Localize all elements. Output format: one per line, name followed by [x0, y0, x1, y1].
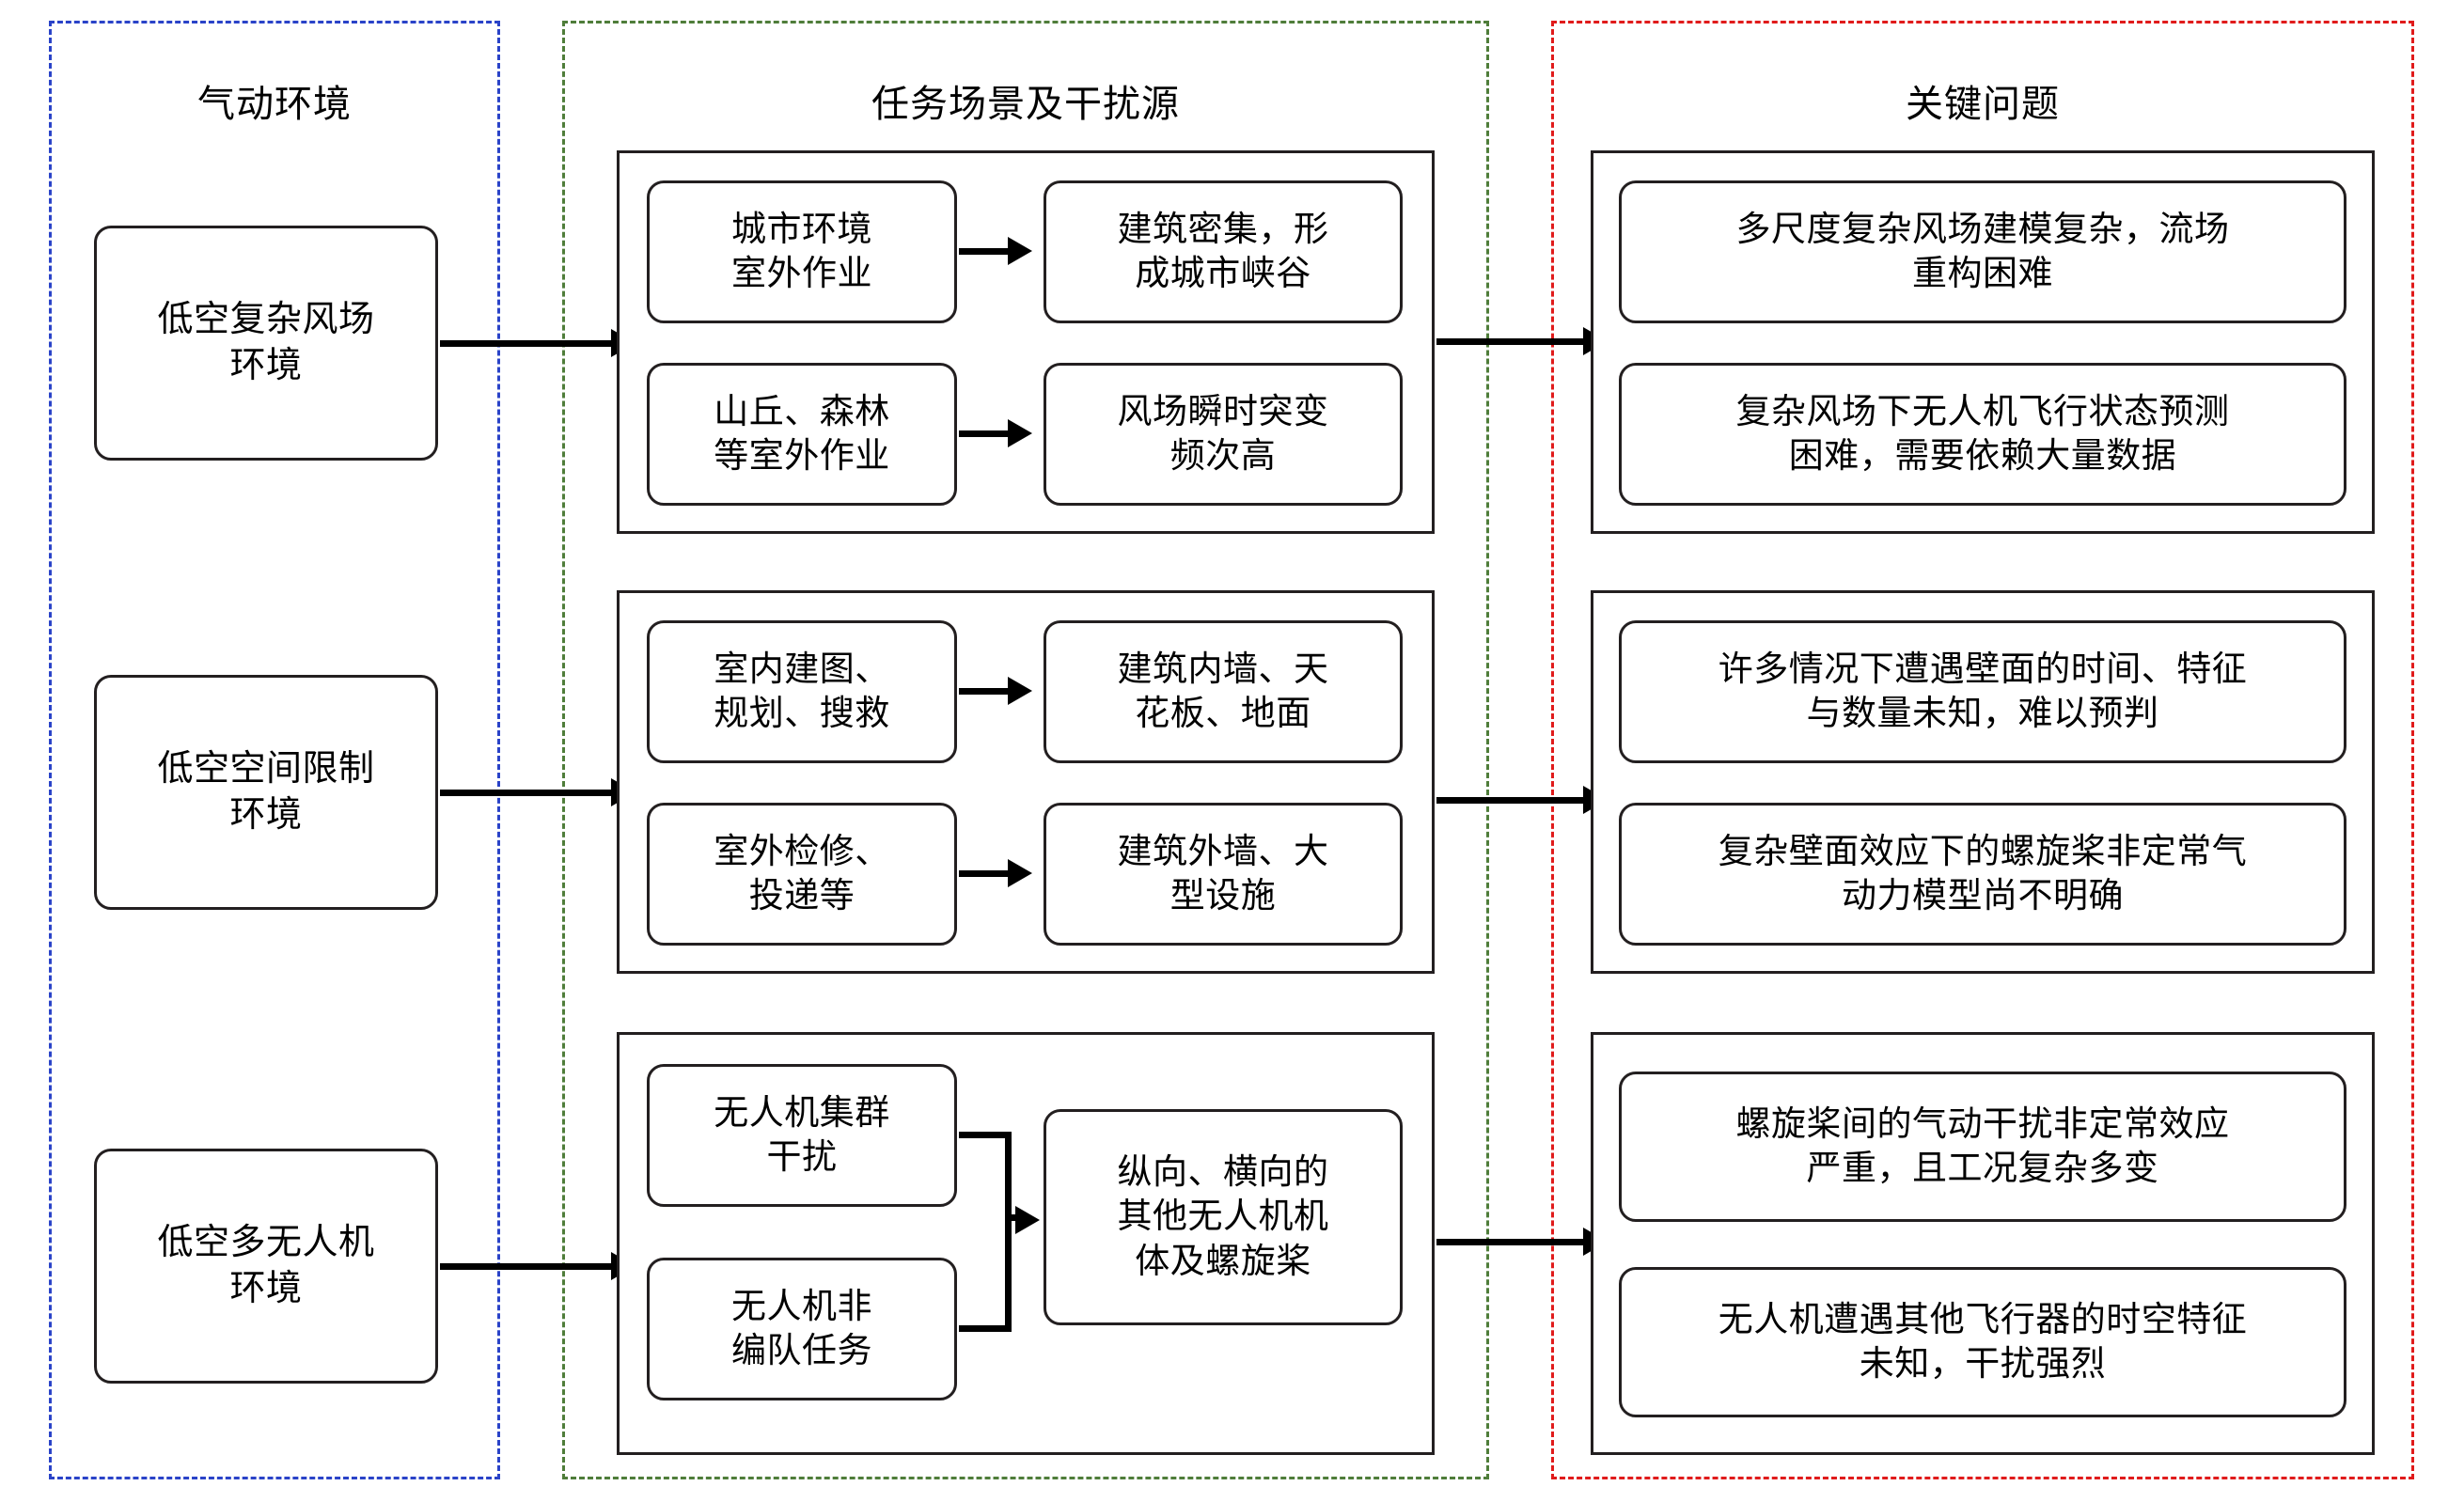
column-frame-task-scenarios	[562, 21, 1489, 1479]
column-title-key-problems: 关键问题	[1906, 83, 2060, 125]
right-problem-1-2: 复杂风场下无人机飞行状态预测 困难，需要依赖大量数据	[1619, 363, 2346, 506]
middle-source-uav-nonformation-task: 无人机非 编队任务	[647, 1258, 957, 1400]
left-node-multi-uav: 低空多无人机 环境	[94, 1149, 438, 1384]
middle-source-outdoor-maintenance: 室外检修、 投递等	[647, 803, 957, 946]
arrow-left-to-middle-3	[440, 1263, 615, 1270]
right-problem-2-1: 许多情况下遭遇壁面的时间、特征 与数量未知，难以预判	[1619, 620, 2346, 763]
merge-branch-bottom	[959, 1325, 1012, 1332]
arrow-middle-to-right-1	[1436, 338, 1587, 345]
merge-vertical-bus	[1005, 1132, 1012, 1332]
arrow-left-to-middle-2	[440, 790, 615, 796]
column-frame-key-problems	[1551, 21, 2414, 1479]
middle-target-other-uav-bodies-props: 纵向、横向的 其他无人机机 体及螺旋桨	[1044, 1109, 1403, 1325]
merge-arrow-head	[1015, 1206, 1040, 1234]
arrow-middle-1-pair-1	[959, 248, 1012, 255]
arrow-head-middle-2-pair-1	[1008, 677, 1032, 705]
column-frame-aero-environment	[49, 21, 500, 1479]
arrow-middle-2-pair-2	[959, 870, 1012, 877]
arrow-head-middle-2-pair-2	[1008, 859, 1032, 887]
middle-target-exterior-walls: 建筑外墙、大 型设施	[1044, 803, 1403, 946]
middle-source-indoor-mapping: 室内建图、 规划、搜救	[647, 620, 957, 763]
merge-branch-top	[959, 1132, 1012, 1138]
middle-source-hill-forest-outdoor: 山丘、森林 等室外作业	[647, 363, 957, 506]
right-problem-3-2: 无人机遭遇其他飞行器的时空特征 未知，干扰强烈	[1619, 1267, 2346, 1417]
middle-source-urban-outdoor: 城市环境 室外作业	[647, 180, 957, 323]
middle-target-wind-gust-frequency: 风场瞬时突变 频次高	[1044, 363, 1403, 506]
right-problem-2-2: 复杂壁面效应下的螺旋桨非定常气 动力模型尚不明确	[1619, 803, 2346, 946]
arrow-head-middle-1-pair-1	[1008, 237, 1032, 265]
middle-target-indoor-surfaces: 建筑内墙、天 花板、地面	[1044, 620, 1403, 763]
arrow-middle-1-pair-2	[959, 430, 1012, 437]
column-title-aero-environment: 气动环境	[197, 83, 352, 125]
arrow-middle-to-right-2	[1436, 797, 1587, 804]
middle-target-urban-canyon: 建筑密集，形 成城市峡谷	[1044, 180, 1403, 323]
arrow-middle-2-pair-1	[959, 688, 1012, 695]
left-node-confined-space: 低空空间限制 环境	[94, 675, 438, 910]
arrow-middle-to-right-3	[1436, 1239, 1587, 1245]
right-problem-3-1: 螺旋桨间的气动干扰非定常效应 严重，且工况复杂多变	[1619, 1072, 2346, 1222]
middle-source-uav-swarm-interference: 无人机集群 干扰	[647, 1064, 957, 1207]
arrow-left-to-middle-1	[440, 340, 615, 347]
column-title-task-scenarios: 任务场景及干扰源	[871, 83, 1180, 125]
arrow-head-middle-1-pair-2	[1008, 419, 1032, 447]
right-problem-1-1: 多尺度复杂风场建模复杂，流场 重构困难	[1619, 180, 2346, 323]
left-node-complex-wind-field: 低空复杂风场 环境	[94, 226, 438, 461]
